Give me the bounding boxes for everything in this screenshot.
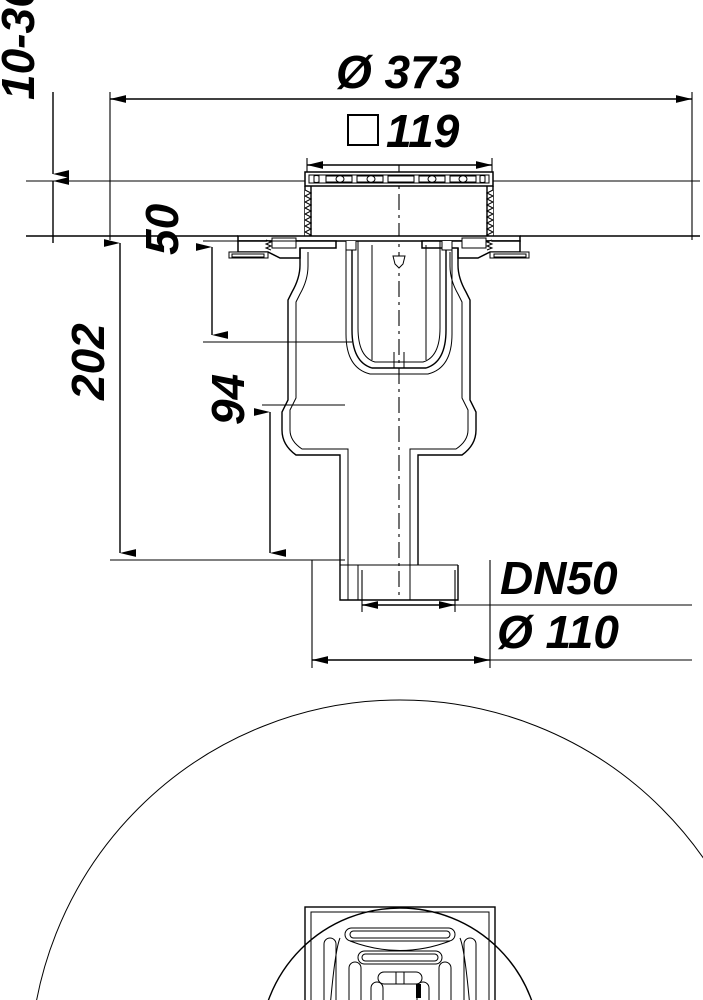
plan-inner-arc-right <box>460 938 470 1000</box>
plan-inner-arc <box>350 941 450 951</box>
adjustable-collar <box>303 186 495 239</box>
dimension-trap-depth-label: 50 <box>136 203 188 255</box>
dimension-grate-square-label: 119 <box>386 105 460 157</box>
dimension-total-height: 202 <box>62 235 342 561</box>
dimension-outer-diameter-label: Ø 373 <box>336 46 462 98</box>
plan-view <box>30 700 703 1000</box>
dimension-grate-square: 119 <box>306 105 493 172</box>
dimension-outlet-nominal-label: DN50 <box>500 552 618 604</box>
dimension-total-height-label: 202 <box>62 323 114 401</box>
dimension-height-range: 10-36,5 <box>0 0 78 243</box>
outlet-spigot <box>339 565 459 601</box>
plan-grate-frame <box>304 906 496 1000</box>
dimension-body-height: 94 <box>202 374 345 561</box>
plan-grate-slots <box>323 927 477 1000</box>
section-view: 10-36,5 Ø 373 119 50 <box>0 0 700 668</box>
grate-assembly <box>304 171 494 187</box>
dimension-flange-diameter-label: Ø 110 <box>497 606 619 658</box>
plan-body-circle <box>267 907 533 1000</box>
drain-body-bowl <box>281 248 477 565</box>
dimension-outlet-nominal: DN50 <box>361 552 692 612</box>
trap-insert <box>345 241 453 374</box>
floor-level-lines <box>26 181 700 237</box>
plan-grate-marker <box>416 984 421 998</box>
plan-outer-flange-circle <box>30 700 703 1000</box>
plan-inner-arc-left <box>330 938 340 1000</box>
drain-body-flange <box>228 235 530 259</box>
dimension-body-height-label: 94 <box>202 374 254 425</box>
dimension-trap-depth: 50 <box>136 203 352 343</box>
dimension-height-range-label: 10-36,5 <box>0 0 44 100</box>
dimension-flange-diameter: Ø 110 <box>311 560 692 668</box>
dimension-outer-diameter: Ø 373 <box>109 46 693 240</box>
square-symbol-icon <box>347 114 379 146</box>
